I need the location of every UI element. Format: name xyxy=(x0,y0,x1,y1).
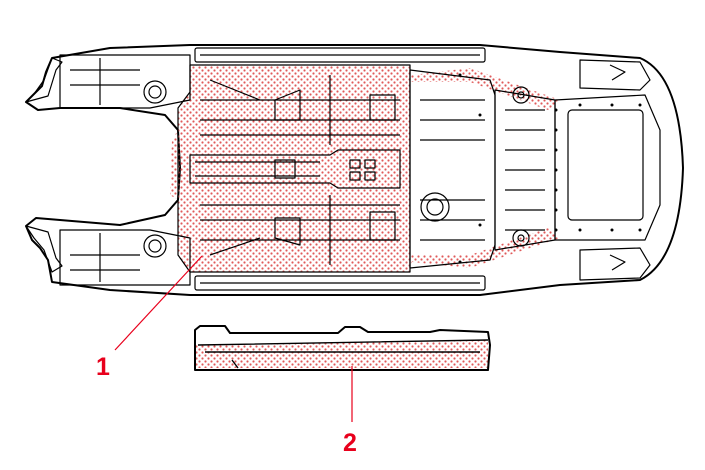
sill-panel-outline xyxy=(194,325,491,371)
front-right-wheel-arch xyxy=(59,229,191,286)
lower-sill-rail xyxy=(194,275,486,291)
front-right-bracket xyxy=(25,225,63,273)
callout-2-label: 2 xyxy=(343,429,357,457)
front-left-bracket xyxy=(25,57,63,103)
car-underbody xyxy=(25,44,684,296)
rivet-points xyxy=(458,73,642,264)
sill-panel-highlight xyxy=(195,340,488,368)
callout-1-leader xyxy=(114,255,203,351)
rear-end-panel xyxy=(554,94,661,241)
callout-2: 2 xyxy=(343,366,357,457)
sill-panel xyxy=(194,325,491,371)
front-left-wheel-arch xyxy=(59,54,191,109)
tunnel-center-block xyxy=(274,159,296,179)
rear-suspension-mount-upper xyxy=(512,86,530,104)
callout-1: 1 xyxy=(96,255,203,381)
center-tunnel xyxy=(189,149,401,189)
spare-wheel-well xyxy=(420,192,450,222)
upper-sill-rail xyxy=(194,47,486,63)
rear-suspension-mount-lower xyxy=(512,229,530,247)
callout-1-label: 1 xyxy=(96,353,110,381)
